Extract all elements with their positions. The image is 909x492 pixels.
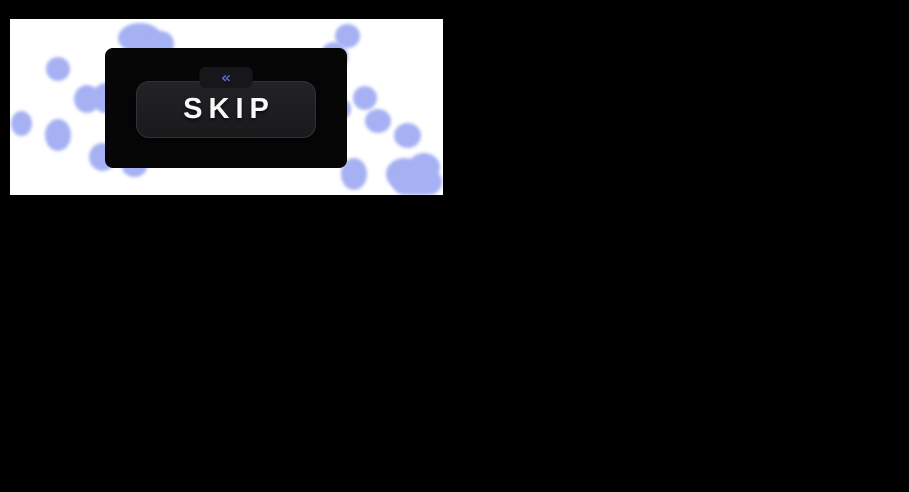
paint-blob	[392, 169, 442, 195]
paint-blob	[365, 109, 391, 133]
skip-button[interactable]: SKIP	[136, 81, 316, 138]
collapse-tab[interactable]: «	[199, 67, 253, 88]
skip-button-label: SKIP	[183, 93, 275, 125]
double-left-chevron-icon: «	[220, 67, 232, 87]
paint-blob	[394, 123, 421, 148]
paint-blob	[353, 86, 377, 110]
paint-blob	[46, 57, 70, 81]
skip-overlay-panel: « SKIP	[105, 48, 347, 168]
paint-blob	[45, 119, 71, 151]
paint-blob	[11, 111, 32, 136]
game-canvas-window: « SKIP	[10, 19, 443, 195]
